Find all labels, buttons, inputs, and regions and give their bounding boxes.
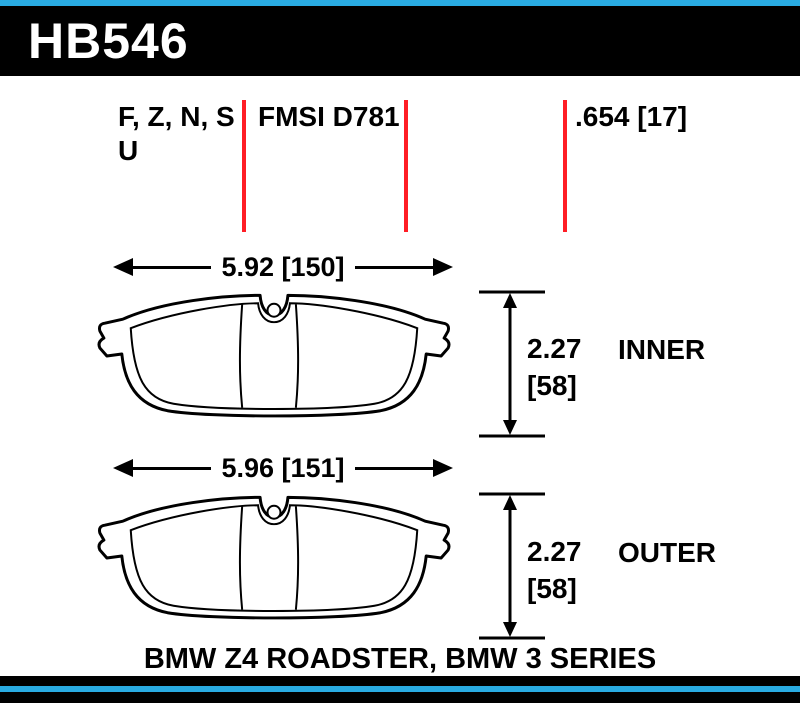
compound-codes-line1: F, Z, N, S	[118, 101, 235, 132]
arrow-left-icon	[113, 258, 133, 276]
compound-codes: F, Z, N, S U	[118, 100, 235, 168]
red-divider-3	[563, 100, 567, 232]
inner-pad-height-dimension	[479, 290, 545, 438]
header-bar	[0, 6, 800, 76]
red-divider-1	[242, 100, 246, 232]
arrow-right-icon	[433, 258, 453, 276]
pad-notch-pin	[266, 504, 282, 520]
inner-pad-width-dimension: 5.92 [150]	[113, 252, 453, 282]
fitment-text: BMW Z4 ROADSTER, BMW 3 SERIES	[143, 643, 657, 675]
top-blue-strip	[0, 0, 800, 6]
pad-notch-pin	[266, 302, 282, 318]
outer-pad-width-value: 5.96 [151]	[221, 452, 345, 483]
inner-pad-width-value: 5.92 [150]	[221, 251, 345, 282]
outer-pad-height-dimension	[479, 492, 545, 640]
bottom-bar-upper	[0, 676, 800, 686]
outer-pad-label: OUTER	[618, 537, 716, 568]
outer-pad-height-value: 2.27 [58]	[527, 536, 582, 604]
compound-codes-line2: U	[118, 135, 139, 166]
bottom-bar-lower	[0, 692, 800, 703]
inner-pad-height-value: 2.27 [58]	[527, 333, 582, 401]
bottom-blue-strip	[0, 686, 800, 692]
part-number: HB546	[28, 13, 189, 69]
red-divider-2	[404, 100, 408, 232]
arrow-right-icon	[433, 459, 453, 477]
outer-pad-drawing	[97, 495, 451, 620]
inner-pad-label: INNER	[618, 334, 706, 365]
fmsi-number: FMSI D781	[258, 101, 400, 132]
arrow-left-icon	[113, 459, 133, 477]
pad-thickness-spec: .654 [17]	[575, 101, 688, 132]
inner-pad-drawing	[97, 293, 451, 418]
outer-pad-width-dimension: 5.96 [151]	[113, 453, 453, 483]
